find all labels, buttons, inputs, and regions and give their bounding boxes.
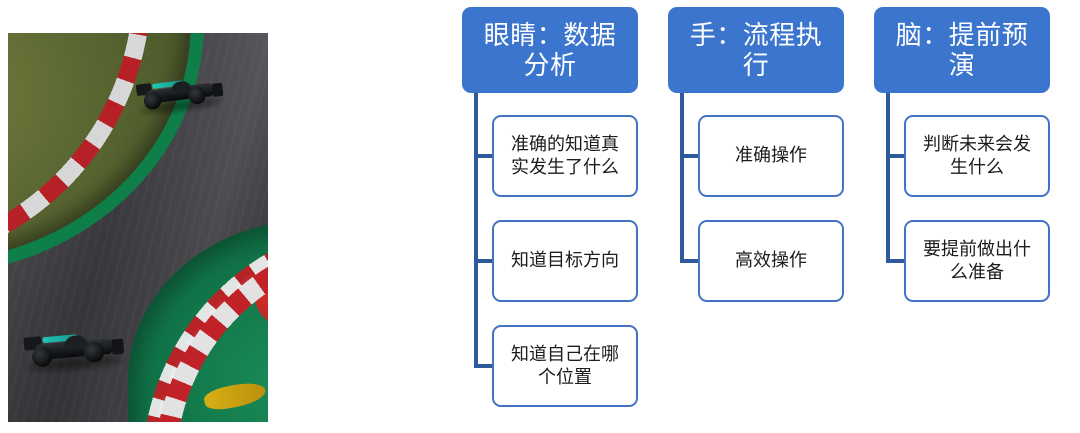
car-front-wing [211, 82, 224, 97]
column-header-eyes[interactable]: 眼睛：数据 分析 [462, 7, 638, 93]
connector-stub [474, 154, 496, 158]
header-line-1: 眼睛：数据 [483, 19, 617, 50]
column-header-eyes-label: 眼睛：数据 分析 [484, 20, 617, 80]
child-node-eyes-2[interactable]: 知道目标方向 [492, 220, 638, 302]
child-node-eyes-3[interactable]: 知道自己在哪个位置 [492, 325, 638, 407]
connector-stub [680, 259, 702, 263]
photo-stage [8, 33, 268, 422]
child-node-brain-1[interactable]: 判断未来会发生什么 [904, 115, 1050, 197]
child-node-label: 准确的知道真实发生了什么 [511, 133, 619, 177]
child-node-label: 要提前做出什么准备 [923, 238, 1031, 282]
car-front-wing [111, 338, 125, 355]
connector-stub [680, 154, 702, 158]
connector-trunk [680, 93, 684, 259]
child-node-brain-2[interactable]: 要提前做出什么准备 [904, 220, 1050, 302]
child-node-label: 高效操作 [735, 250, 807, 271]
column-header-hands[interactable]: 手：流程执 行 [668, 7, 844, 93]
f1-photo [8, 33, 268, 422]
column-header-brain[interactable]: 脑：提前预 演 [874, 7, 1050, 93]
capability-diagram: 眼睛：数据 分析 准确的知道真实发生了什么 知道目标方向 知道自己在哪个位置 手… [440, 0, 1080, 433]
connector-stub [886, 154, 908, 158]
child-node-label: 准确操作 [735, 145, 807, 166]
header-line-2: 分析 [523, 50, 577, 80]
child-node-eyes-1[interactable]: 准确的知道真实发生了什么 [492, 115, 638, 197]
connector-trunk [474, 93, 478, 367]
header-line-1: 手：流程执 [689, 19, 823, 50]
connector-stub [474, 364, 496, 368]
child-node-label: 判断未来会发生什么 [923, 133, 1031, 177]
column-header-brain-label: 脑：提前预 演 [896, 20, 1029, 80]
header-line-2: 行 [742, 50, 770, 80]
header-line-2: 演 [948, 50, 976, 80]
child-node-hands-1[interactable]: 准确操作 [698, 115, 844, 197]
header-line-1: 脑：提前预 [895, 19, 1029, 50]
child-node-label: 知道自己在哪个位置 [511, 343, 619, 387]
child-node-hands-2[interactable]: 高效操作 [698, 220, 844, 302]
connector-stub [474, 259, 496, 263]
child-node-label: 知道目标方向 [511, 250, 619, 271]
connector-trunk [886, 93, 890, 259]
connector-stub [886, 259, 908, 263]
column-header-hands-label: 手：流程执 行 [690, 20, 823, 80]
